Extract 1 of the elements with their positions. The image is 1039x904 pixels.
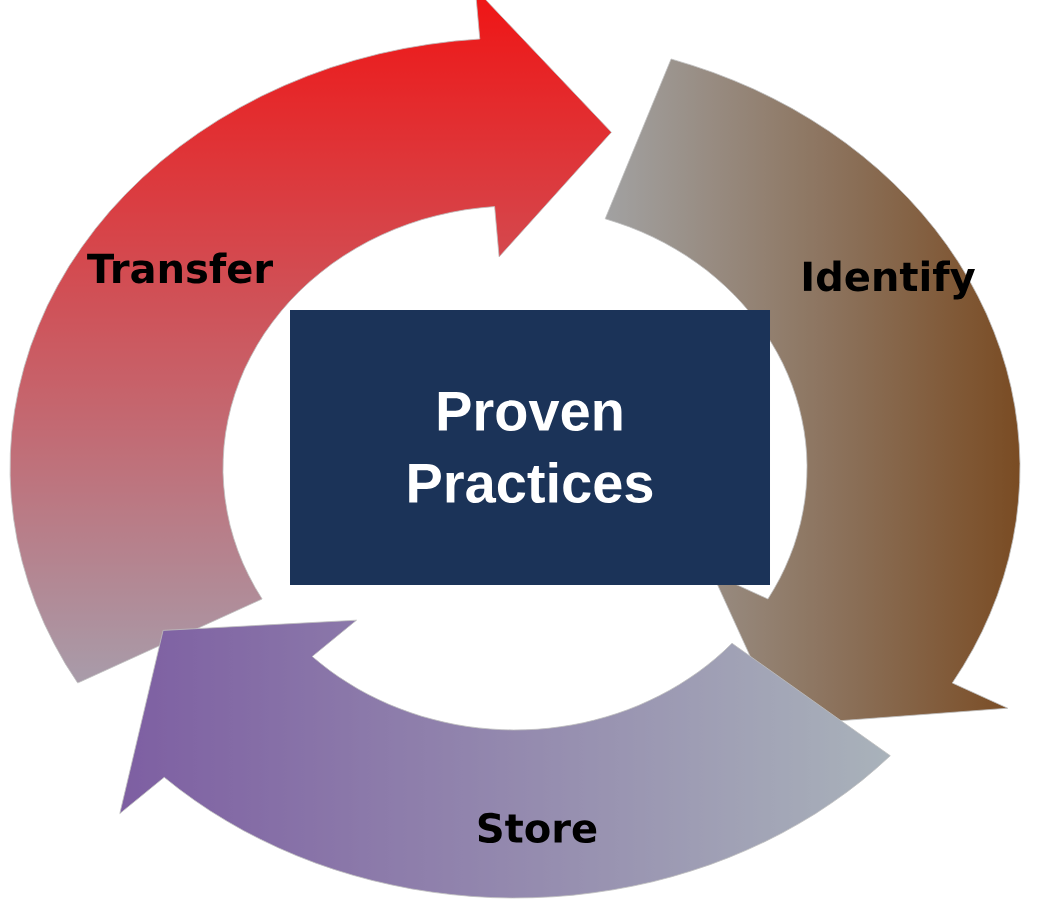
center-box: Proven Practices (290, 310, 770, 585)
